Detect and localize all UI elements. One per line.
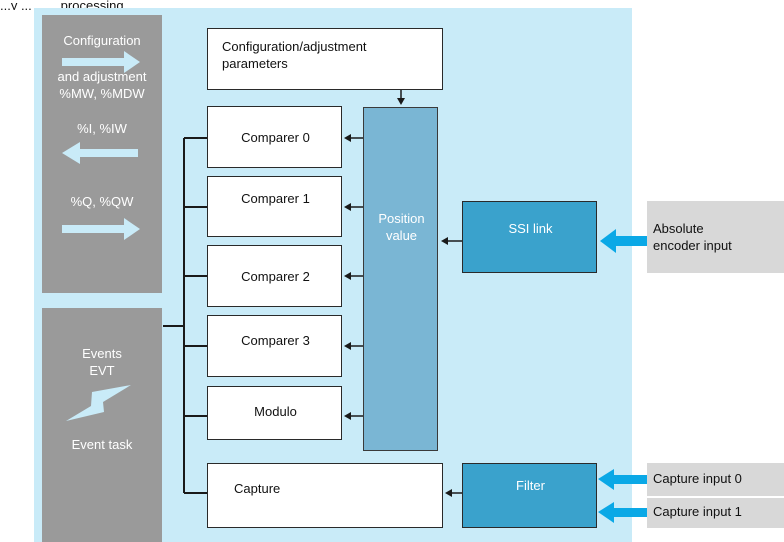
config-arrow-icon [62, 51, 140, 73]
comparer-3-block: Comparer 3 [207, 315, 342, 377]
capture-input-0-label: Capture input 0 [653, 471, 742, 486]
comparer-3-label: Comparer 3 [241, 333, 310, 348]
arrow-position-to-comparer-0 [344, 134, 363, 142]
position-value-block: Position value [363, 107, 438, 451]
capture-input-1-label: Capture input 1 [653, 504, 742, 519]
comparer-2-block: Comparer 2 [207, 245, 342, 307]
capture-block: Capture [207, 463, 443, 528]
config-params-line2: parameters [222, 56, 288, 71]
modulo-block: Modulo [207, 386, 342, 440]
comparer-0-block: Comparer 0 [207, 106, 342, 168]
events-panel: Events EVT Event task [42, 308, 162, 542]
capture-input-1-arrow-icon [598, 502, 647, 523]
caption-fragment: ...y ... ... ...processing ... [0, 0, 138, 10]
encoder-input-arrow-icon [600, 229, 647, 253]
arrow-position-to-comparer-3 [344, 342, 363, 350]
modulo-label: Modulo [254, 404, 297, 419]
comparer-2-label: Comparer 2 [241, 269, 310, 284]
comparer-0-label: Comparer 0 [241, 130, 310, 145]
outputs-vars-label: %Q, %QW [70, 194, 134, 209]
capture-input-0-box: Capture input 0 [647, 463, 784, 496]
filter-block: Filter [462, 463, 597, 528]
ssi-link-label: SSI link [508, 221, 553, 236]
comparer-1-label: Comparer 1 [241, 191, 310, 206]
absolute-encoder-input-box: Absolute encoder input [647, 201, 784, 273]
config-label: Configuration [63, 33, 141, 48]
ssi-link-block: SSI link [462, 201, 597, 273]
events-label: Events [82, 346, 122, 361]
capture-label: Capture [234, 481, 281, 496]
filter-label: Filter [516, 478, 545, 493]
events-evt-label: EVT [89, 363, 115, 378]
config-vars-label: %MW, %MDW [59, 86, 145, 101]
capture-input-1-box: Capture input 1 [647, 498, 784, 528]
absolute-encoder-line1: Absolute [653, 221, 704, 236]
inputs-arrow-icon [62, 142, 138, 164]
event-task-label: Event task [71, 437, 133, 452]
comparer-1-block: Comparer 1 [207, 176, 342, 237]
config-params-line1: Configuration/adjustment [222, 39, 367, 54]
arrow-position-to-comparer-2 [344, 272, 363, 280]
capture-input-0-arrow-icon [598, 469, 647, 490]
arrow-position-to-modulo [344, 412, 363, 420]
inputs-vars-label: %I, %IW [77, 121, 127, 136]
position-value-line2: value [385, 228, 418, 243]
outputs-arrow-icon [62, 218, 140, 240]
absolute-encoder-line2: encoder input [653, 238, 732, 253]
position-value-line1: Position [378, 211, 425, 226]
arrow-config-to-position [397, 90, 405, 105]
bus-lines [163, 137, 207, 494]
lightning-icon [66, 385, 131, 421]
arrow-filter-to-capture [445, 489, 462, 497]
arrow-ssi-to-position [441, 237, 462, 245]
arrow-position-to-comparer-1 [344, 203, 363, 211]
config-params-block: Configuration/adjustment parameters [207, 28, 443, 90]
